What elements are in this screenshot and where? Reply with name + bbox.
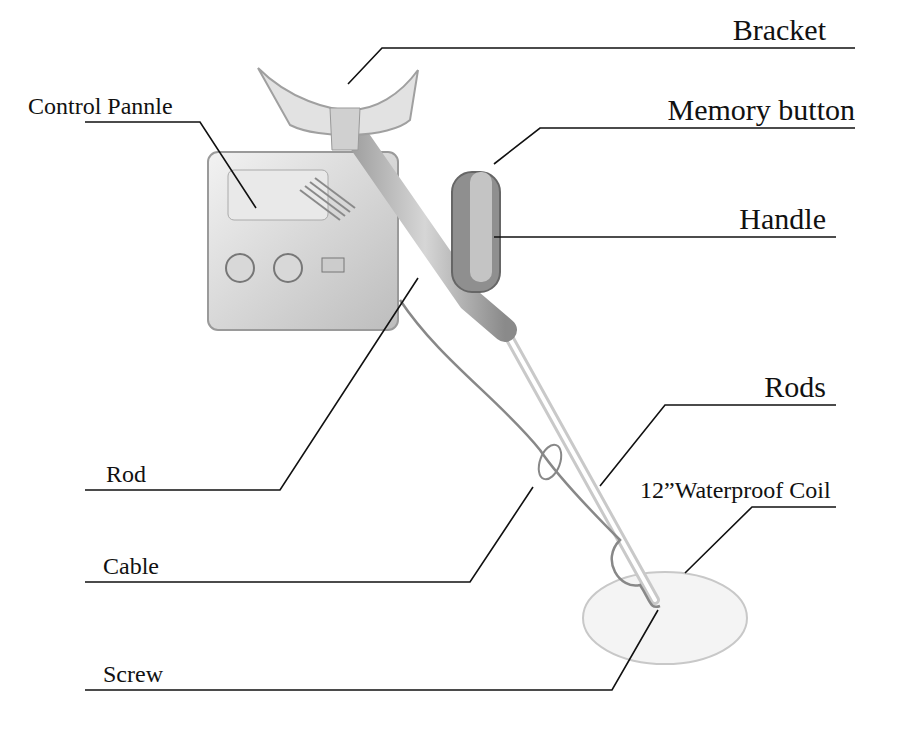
handle-grip (452, 172, 500, 292)
part-label: Rod (106, 461, 146, 487)
part-label: Cable (103, 553, 159, 579)
part-label: 12”Waterproof Coil (640, 477, 831, 503)
part-label: Bracket (733, 13, 826, 46)
search-coil (583, 572, 747, 664)
part-label: Control Pannle (28, 93, 173, 119)
part-label: Screw (103, 661, 163, 687)
cable (400, 300, 660, 607)
leader-lines (85, 48, 855, 690)
lower-rod (505, 330, 655, 600)
part-label: Handle (739, 202, 826, 235)
part-label: Rods (764, 370, 826, 403)
upper-rod (345, 120, 505, 330)
part-label: Memory button (668, 93, 856, 126)
